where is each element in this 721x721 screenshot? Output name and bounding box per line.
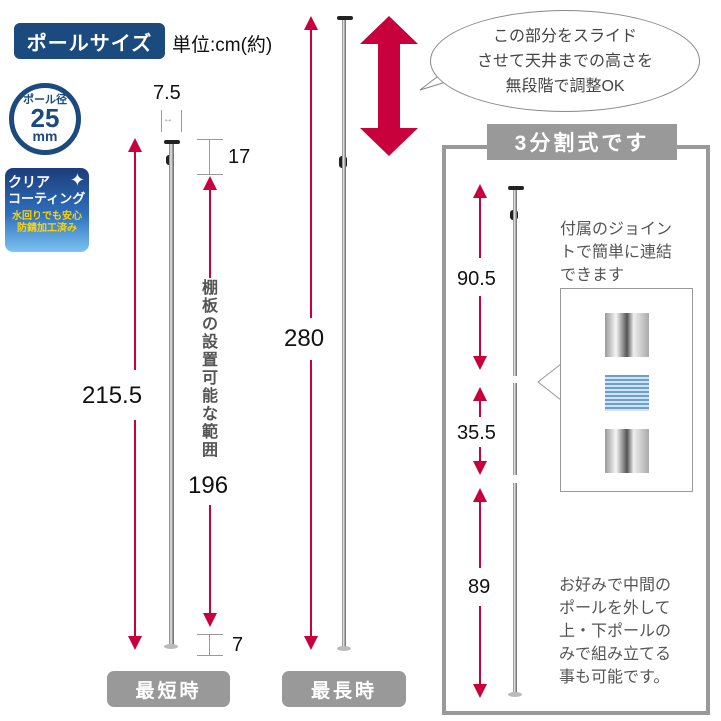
longest-total-value: 280 bbox=[284, 325, 325, 352]
note-line: 上・下ポールの bbox=[559, 623, 672, 640]
note-line: できます bbox=[560, 267, 625, 284]
shortest-pole bbox=[169, 144, 174, 646]
diameter-value: 25 bbox=[30, 103, 60, 133]
dim-line bbox=[310, 28, 312, 318]
coating-line2: コーティング bbox=[8, 191, 86, 206]
arrow-down-icon bbox=[304, 636, 318, 650]
dim-line bbox=[479, 296, 481, 358]
pole-top-section bbox=[513, 190, 517, 376]
note-line: トで簡単に連結 bbox=[560, 244, 673, 261]
arrow-up-icon bbox=[473, 387, 487, 401]
top-section-value: 17 bbox=[228, 146, 251, 168]
dim-line bbox=[134, 420, 136, 638]
section-middle-value: 35.5 bbox=[457, 422, 496, 444]
dim-line bbox=[479, 606, 481, 686]
joint-lower-sleeve-icon bbox=[605, 429, 649, 473]
assembly-note: お好みで中間の ポールを外して 上・下ポールの みで組み立てる 事も可能です。 bbox=[559, 574, 671, 689]
dim-line bbox=[310, 360, 312, 638]
arrow-down-icon bbox=[473, 684, 487, 698]
arrow-down-icon bbox=[473, 356, 487, 370]
dim-tick bbox=[197, 655, 223, 656]
shortest-total-value: 215.5 bbox=[82, 382, 143, 409]
shortest-label: 最短時 bbox=[107, 671, 230, 707]
pole-size-title: ポールサイズ bbox=[14, 23, 165, 59]
note-line: 付属のジョイン bbox=[560, 221, 673, 238]
joint-upper-sleeve-icon bbox=[605, 313, 649, 357]
arrow-up-icon bbox=[473, 184, 487, 198]
shelf-range-char: な bbox=[201, 406, 218, 423]
shelf-range-char: 置 bbox=[201, 352, 218, 369]
pole-diameter-badge: ポール径 25 mm bbox=[9, 83, 81, 155]
arrow-down-icon bbox=[203, 613, 217, 627]
note-line: みで組み立てる bbox=[559, 646, 672, 663]
joint-note: 付属のジョイン トで簡単に連結 できます bbox=[560, 218, 672, 287]
clear-coating-badge: ✦ クリア コーティング 水回りでも安心 防錆加工済み bbox=[5, 168, 89, 252]
shelf-range-char: の bbox=[201, 316, 218, 333]
longest-label: 最長時 bbox=[282, 671, 406, 707]
dim-line bbox=[209, 635, 210, 655]
arrow-up-icon bbox=[128, 138, 142, 152]
arrow-up-icon bbox=[473, 488, 487, 502]
shelf-range-char: 設 bbox=[201, 334, 218, 351]
dim-tick bbox=[197, 634, 223, 635]
coating-line4: 防錆加工済み bbox=[17, 223, 77, 234]
bubble-line: 無段階で調整OK bbox=[505, 78, 625, 95]
ceiling-cap-icon bbox=[164, 140, 180, 144]
dim-tick bbox=[197, 174, 223, 175]
dim-line bbox=[479, 447, 481, 463]
arrow-up-icon bbox=[203, 176, 217, 190]
shelf-range-char: 囲 bbox=[201, 442, 218, 459]
shelf-range-char: 能 bbox=[201, 388, 218, 405]
arrow-down-icon bbox=[473, 461, 487, 475]
bubble-line: この部分をスライド bbox=[492, 28, 637, 45]
three-piece-title: 3分割式です bbox=[487, 124, 677, 160]
pole-middle-section bbox=[513, 383, 517, 475]
section-top-value: 90.5 bbox=[457, 268, 496, 290]
dim-tick bbox=[197, 139, 223, 140]
arrow-up-icon bbox=[304, 16, 318, 30]
shelf-range-label: 棚板の設置可能な範囲 bbox=[201, 280, 219, 460]
longest-pole bbox=[342, 20, 346, 648]
note-line: 事も可能です。 bbox=[559, 669, 670, 686]
coating-line3: 水回りでも安心 bbox=[12, 211, 82, 222]
note-line: ポールを外して bbox=[559, 600, 671, 617]
diameter-label: ポール径 bbox=[23, 94, 67, 106]
bubble-line: させて天井までの高さを bbox=[476, 53, 653, 70]
shelf-range-value: 196 bbox=[188, 472, 229, 499]
width-dim-left bbox=[161, 110, 162, 132]
coating-line1: クリア bbox=[8, 174, 50, 190]
dim-line bbox=[209, 140, 210, 174]
slide-adjust-arrow-icon bbox=[360, 16, 418, 156]
dim-line bbox=[134, 150, 136, 370]
shelf-range-char: 可 bbox=[201, 370, 218, 387]
dim-line bbox=[479, 399, 481, 417]
bottom-section-value: 7 bbox=[232, 634, 244, 656]
arrow-down-icon bbox=[128, 636, 142, 650]
joint-photo bbox=[560, 288, 693, 492]
slide-bubble: この部分をスライド させて天井までの高さを 無段階で調整OK bbox=[430, 10, 700, 112]
dim-line bbox=[479, 196, 481, 258]
sparkle-icon: ✦ bbox=[69, 170, 85, 190]
callout-pointer-icon bbox=[537, 363, 562, 401]
joint-threaded-connector-icon bbox=[605, 375, 649, 411]
top-width-value: 7.5 bbox=[153, 82, 181, 104]
pole-foot-icon bbox=[508, 692, 522, 697]
width-dim-right bbox=[181, 110, 182, 132]
dim-line bbox=[479, 500, 481, 568]
pole-foot-icon bbox=[164, 644, 178, 649]
ceiling-cap-icon bbox=[508, 186, 524, 190]
width-arrow-icon: ↔ bbox=[163, 114, 173, 125]
ceiling-cap-icon bbox=[337, 16, 353, 20]
note-line: お好みで中間の bbox=[559, 577, 672, 594]
pole-foot-icon bbox=[337, 646, 351, 651]
diameter-unit: mm bbox=[32, 128, 58, 144]
shelf-range-char: 板 bbox=[201, 298, 218, 315]
dim-line bbox=[209, 188, 211, 278]
dim-line bbox=[209, 505, 211, 615]
unit-label: 単位:cm(約) bbox=[172, 35, 273, 56]
shelf-range-char: 範 bbox=[201, 424, 218, 441]
section-bottom-value: 89 bbox=[468, 576, 491, 598]
pole-bottom-section bbox=[513, 483, 517, 693]
shelf-range-char: 棚 bbox=[201, 280, 218, 297]
